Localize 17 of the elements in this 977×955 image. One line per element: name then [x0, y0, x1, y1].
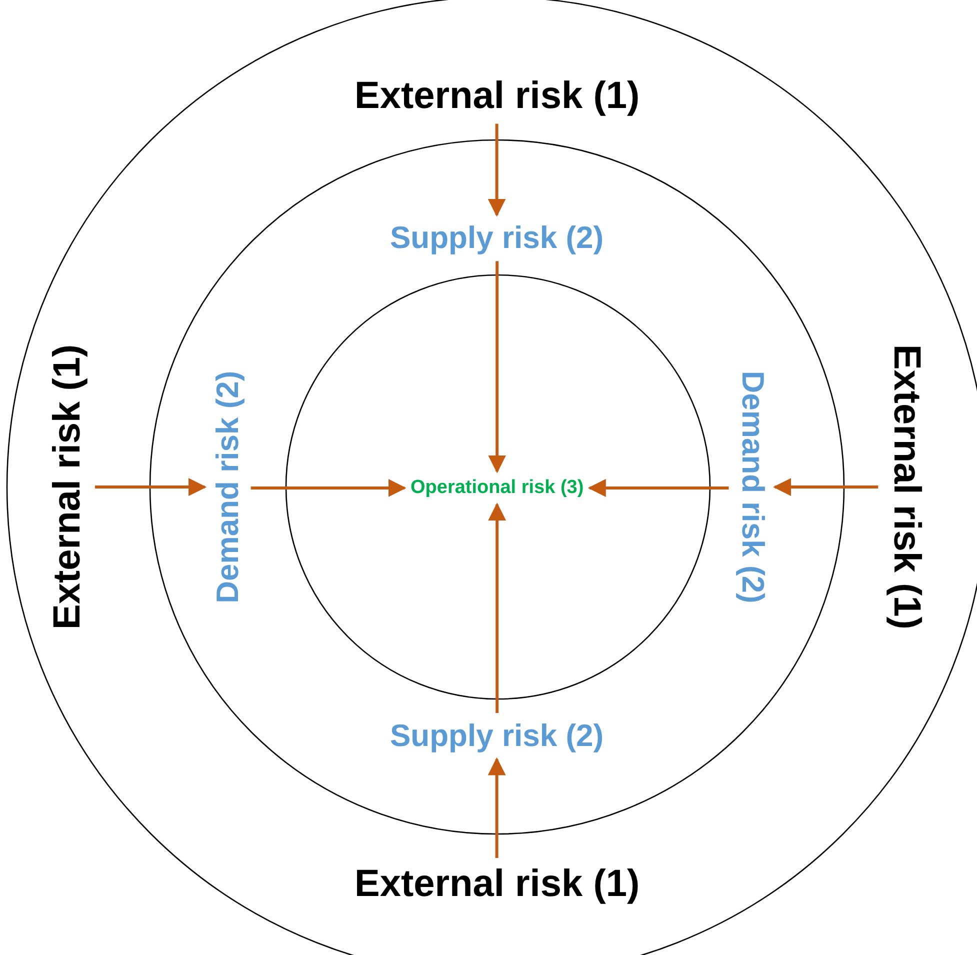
external-risk-label: External risk (1) [354, 864, 640, 906]
core-risk-label: Operational risk (3) [410, 478, 584, 498]
external-risk-label: External risk (1) [47, 344, 89, 630]
arrow [773, 478, 878, 496]
arrow [488, 124, 506, 217]
external-risk-label: External risk (1) [884, 344, 926, 630]
arrow [94, 478, 207, 496]
risk-label: Supply risk (2) [390, 221, 604, 256]
risk-label: Supply risk (2) [390, 719, 604, 754]
risk-label: Demand risk (2) [210, 370, 245, 604]
external-risk-label: External risk (1) [354, 76, 640, 118]
arrow [250, 478, 406, 497]
arrow [488, 757, 506, 858]
arrow [588, 478, 729, 497]
risk-label: Demand risk (2) [734, 370, 769, 604]
arrow [488, 502, 506, 713]
arrow [488, 261, 506, 474]
